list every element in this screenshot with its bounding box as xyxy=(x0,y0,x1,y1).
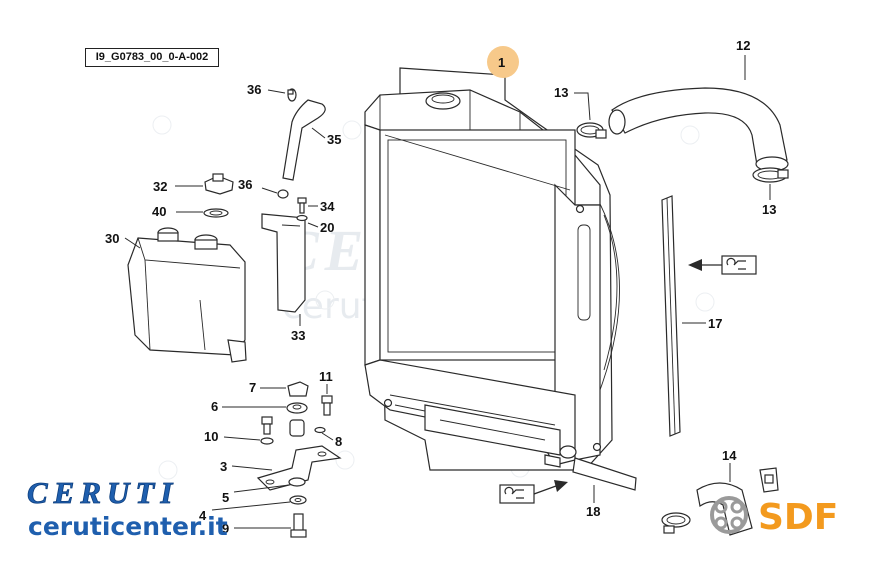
callout-6-label[interactable]: 6 xyxy=(211,399,218,414)
small-clamp-36-top[interactable] xyxy=(287,88,297,102)
sdf-emblem-icon xyxy=(710,496,748,534)
callout-20-label[interactable]: 20 xyxy=(320,220,334,235)
seal-strip[interactable] xyxy=(661,195,681,437)
clip-symbol-upper xyxy=(688,255,757,275)
callout-34-label[interactable]: 34 xyxy=(320,199,335,214)
small-clamp-36-mid[interactable] xyxy=(277,189,289,199)
rubber-washer-6[interactable] xyxy=(286,402,308,414)
callout-12-label[interactable]: 12 xyxy=(736,38,750,53)
callout-4-label[interactable]: 4 xyxy=(199,508,207,523)
cap-32[interactable] xyxy=(204,173,234,195)
callout-36b-label[interactable]: 36 xyxy=(238,177,252,192)
spacer-8[interactable] xyxy=(289,419,326,437)
expansion-tank[interactable] xyxy=(127,227,247,363)
overflow-hose[interactable] xyxy=(282,99,326,181)
bracket-3[interactable] xyxy=(256,445,342,491)
callout-5-label[interactable]: 5 xyxy=(222,490,229,505)
bolt-11[interactable] xyxy=(321,395,333,416)
callout-36a-label[interactable]: 36 xyxy=(247,82,261,97)
washer-4[interactable] xyxy=(289,495,307,505)
callout-32-label[interactable]: 32 xyxy=(153,179,167,194)
callout-30-label[interactable]: 30 xyxy=(105,231,119,246)
callout-13a-label[interactable]: 13 xyxy=(554,85,568,100)
rubber-mount-7[interactable] xyxy=(287,381,309,397)
upper-hose[interactable] xyxy=(608,87,789,172)
sdf-logo: SDF xyxy=(710,496,838,537)
radiator-assembly[interactable] xyxy=(364,67,620,471)
callout-10-label[interactable]: 10 xyxy=(204,429,218,444)
callout-11-label[interactable]: 11 xyxy=(319,369,333,384)
callout-1-label[interactable]: 1 xyxy=(498,55,505,70)
callout-40-label[interactable]: 40 xyxy=(152,204,166,219)
callout-33-label[interactable]: 33 xyxy=(291,328,305,343)
washer-20[interactable] xyxy=(296,214,308,222)
clip-symbol-lower xyxy=(499,480,568,504)
callout-17-label[interactable]: 17 xyxy=(708,316,722,331)
callout-1-circle xyxy=(487,46,519,78)
callout-14-label[interactable]: 14 xyxy=(722,448,737,463)
ceruticenter-url[interactable]: ceruticenter.it xyxy=(28,512,228,541)
diagram-code-box: I9_G0783_00_0-A-002 xyxy=(85,48,219,67)
ceruti-logo-text: CERUTI xyxy=(27,478,178,506)
sdf-logo-text: SDF xyxy=(758,497,838,537)
hose-clamp-upper[interactable] xyxy=(576,122,607,139)
hose-clamp-lower[interactable] xyxy=(752,167,789,183)
callout-13b-label[interactable]: 13 xyxy=(762,202,776,217)
bolt-34[interactable] xyxy=(297,197,307,214)
washer-5[interactable] xyxy=(288,477,306,487)
callout-9-label[interactable]: 9 xyxy=(222,521,229,536)
bolt-9[interactable] xyxy=(290,513,307,538)
callout-35-label[interactable]: 35 xyxy=(327,132,341,147)
callout-3-label[interactable]: 3 xyxy=(220,459,227,474)
ceruti-logo: CERUTI xyxy=(27,478,178,506)
bolt-10[interactable] xyxy=(260,416,274,445)
washer-40[interactable] xyxy=(203,208,229,218)
callout-7-label[interactable]: 7 xyxy=(249,380,256,395)
tank-bracket[interactable] xyxy=(261,213,306,313)
callout-18-label[interactable]: 18 xyxy=(586,504,600,519)
callout-8-label[interactable]: 8 xyxy=(335,434,342,449)
hose-clamp-14[interactable] xyxy=(661,512,691,534)
lower-strip[interactable] xyxy=(572,457,637,491)
